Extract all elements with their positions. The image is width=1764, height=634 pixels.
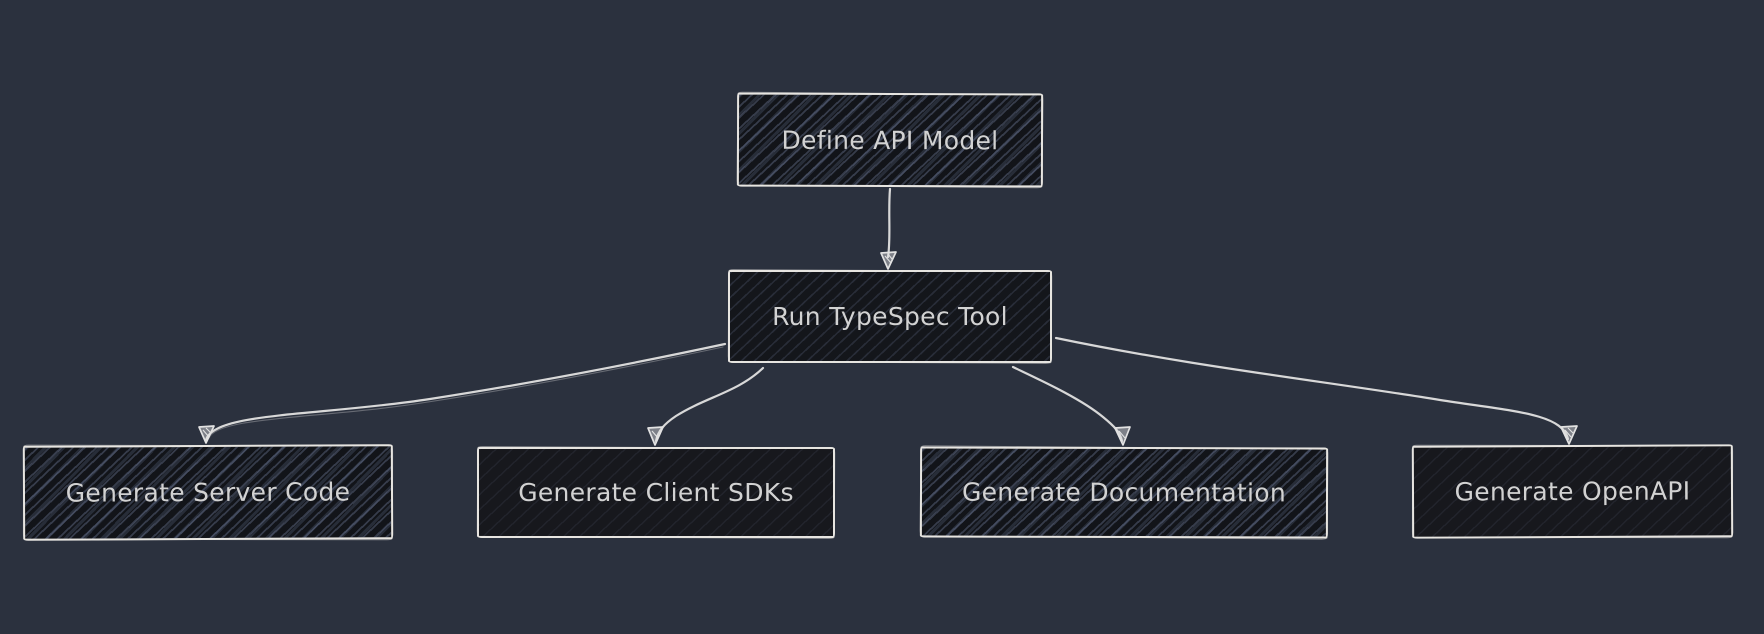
edge-run-to-server-code [198,342,727,444]
node-label-generate-documentation: Generate Documentation [961,477,1287,508]
node-generate-documentation: Generate Documentation [919,446,1329,539]
node-generate-client-sdks: Generate Client SDKs [477,447,835,538]
edge-define-to-run [880,187,897,270]
node-run-typespec-tool: Run TypeSpec Tool [728,270,1052,363]
edge-run-to-documentation [1011,365,1131,446]
node-define-api-model: Define API Model [736,92,1044,188]
node-generate-server-code: Generate Server Code [22,444,394,541]
node-label-generate-openapi: Generate OpenAPI [1454,476,1691,507]
node-label-generate-server-code: Generate Server Code [65,477,351,508]
node-label-run-typespec-tool: Run TypeSpec Tool [772,302,1008,331]
node-label-generate-client-sdks: Generate Client SDKs [518,478,794,507]
edge-run-to-client-sdks [647,366,765,446]
node-label-define-api-model: Define API Model [781,125,999,155]
node-generate-openapi: Generate OpenAPI [1411,444,1734,539]
edge-run-to-openapi [1054,336,1578,445]
